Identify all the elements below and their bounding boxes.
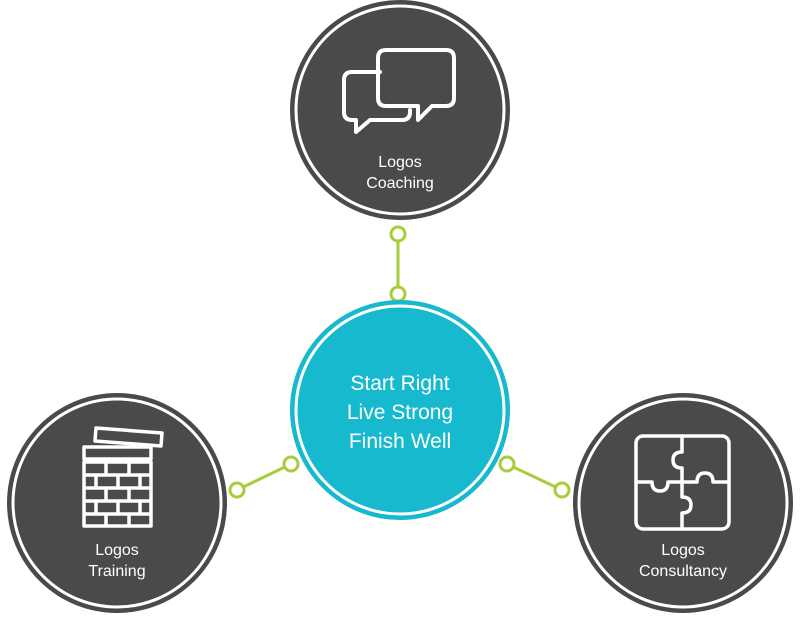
node-coaching-inner-ring bbox=[294, 4, 506, 216]
node-training-inner-ring bbox=[11, 397, 223, 609]
node-consultancy-line1: Logos bbox=[661, 542, 705, 559]
connector-training bbox=[236, 462, 292, 492]
node-consultancy: Logos Consultancy bbox=[573, 393, 793, 613]
node-consultancy-line2: Consultancy bbox=[639, 563, 727, 580]
center-line-2: Live Strong bbox=[347, 401, 453, 424]
node-training-line1: Logos bbox=[95, 542, 139, 559]
node-consultancy-ring bbox=[573, 393, 793, 613]
connector-dot-consultancy-right bbox=[553, 481, 571, 499]
stacked-blocks-icon bbox=[82, 426, 164, 528]
puzzle-icon bbox=[634, 434, 731, 531]
center-line-3: Finish Well bbox=[349, 430, 451, 453]
connector-consultancy bbox=[506, 462, 563, 492]
node-coaching: Logos Coaching bbox=[290, 0, 510, 220]
connector-dot-training-left bbox=[228, 481, 246, 499]
node-coaching-line1: Logos bbox=[378, 154, 422, 171]
connector-dot-coaching-bottom bbox=[389, 285, 407, 303]
center-node-inner-ring bbox=[294, 304, 506, 516]
connector-dot-consultancy-left bbox=[498, 455, 516, 473]
node-training: Logos Training bbox=[7, 393, 227, 613]
node-coaching-line2: Coaching bbox=[366, 175, 434, 192]
center-node-ring bbox=[290, 300, 510, 520]
speech-bubbles-icon bbox=[342, 48, 456, 134]
node-consultancy-inner-ring bbox=[577, 397, 789, 609]
center-line-1: Start Right bbox=[350, 372, 449, 395]
connector-dot-training-right bbox=[282, 455, 300, 473]
connector-dot-coaching-top bbox=[389, 225, 407, 243]
center-node: Start Right Live Strong Finish Well bbox=[290, 300, 510, 520]
node-training-line2: Training bbox=[88, 563, 145, 580]
connectors bbox=[228, 225, 571, 499]
